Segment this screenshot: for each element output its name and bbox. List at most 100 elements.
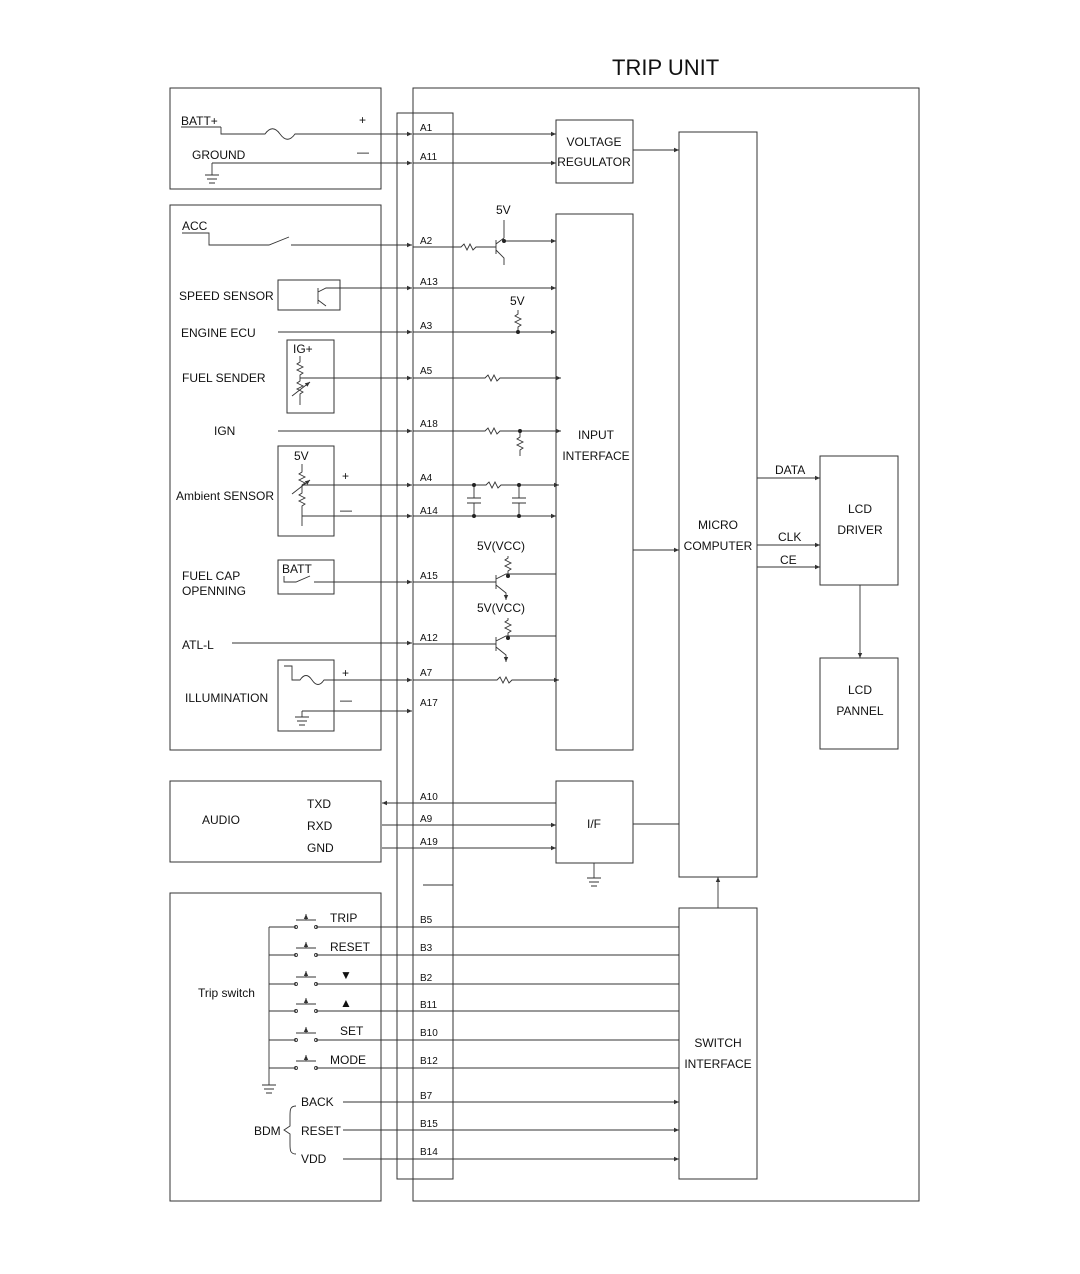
fuel-cap-batt-label: BATT [282, 562, 312, 576]
illumination-label: ILLUMINATION [185, 691, 268, 705]
a3-pullup [513, 310, 523, 332]
pin-a3: A3 [420, 321, 433, 332]
illumination-minus-sign: — [340, 693, 352, 707]
pin-b7: B7 [420, 1091, 433, 1102]
connector-block [396, 112, 454, 1180]
trip-unit-frame [412, 87, 920, 1202]
if-block [555, 780, 634, 864]
a3-node [516, 330, 520, 334]
diagram-title: TRIP UNIT [612, 55, 719, 80]
bdm-label: BDM [254, 1124, 281, 1138]
ambient-sensor-label: Ambient SENSOR [176, 489, 274, 503]
pin-a11: A11 [420, 152, 437, 163]
a5-to-input [413, 373, 561, 383]
audio-txd-label: TXD [307, 797, 331, 811]
voltage-regulator-label-2: REGULATOR [557, 155, 631, 169]
batt-plus-label: BATT+ [181, 114, 218, 128]
illumination-ground-icon [295, 711, 309, 726]
a12-node [506, 636, 510, 640]
pin-a1: A1 [420, 123, 433, 134]
bdm-back-label: BACK [301, 1095, 334, 1109]
pin-a7: A7 [420, 668, 433, 679]
ign-label: IGN [214, 424, 235, 438]
a2-resistor [413, 242, 496, 252]
voltage-regulator-block [555, 119, 634, 184]
acc-switch-wire [182, 232, 412, 245]
bdm-brace [283, 1105, 297, 1155]
a12-pullup [503, 618, 513, 636]
trip-switch-label: Trip switch [198, 986, 255, 1000]
input-interface-label-2: INTERFACE [562, 449, 629, 463]
a15-pullup [503, 556, 513, 574]
a18-node [518, 429, 522, 433]
switch-row-reset: RESET B3 [269, 940, 679, 957]
speed-sensor-label: SPEED SENSOR [179, 289, 274, 303]
a15-node [506, 574, 510, 578]
switch-interface-label-2: INTERFACE [684, 1057, 751, 1071]
pin-b15: B15 [420, 1119, 438, 1130]
cap-node-2 [517, 483, 521, 487]
switch-row-set: SET B10 [269, 1024, 679, 1042]
switch-row-down: ▼ B2 [269, 968, 679, 986]
pin-b2: B2 [420, 973, 433, 984]
pin-a10: A10 [420, 792, 438, 803]
switch-row-mode: MODE B12 [269, 1053, 679, 1070]
switch-row-up: ▲ B11 [269, 996, 679, 1013]
fuel-sender-wiper [291, 381, 311, 397]
pin-a19: A19 [420, 837, 438, 848]
ambient-minus-sign: — [340, 503, 352, 517]
switch-row-trip: TRIP B5 [269, 911, 679, 929]
fuel-sender-box [286, 339, 335, 414]
bus-ce-label: CE [780, 553, 797, 567]
trip-switch-ground-rail [262, 927, 276, 1094]
a12-transistor [495, 635, 556, 662]
ground-minus-sign: — [357, 145, 369, 159]
lcd-driver-label-1: LCD [848, 502, 872, 516]
audio-gnd-label: GND [307, 841, 334, 855]
cap-node-1 [472, 483, 476, 487]
bdm-vdd-label: VDD [301, 1152, 327, 1166]
lcd-driver-block [819, 455, 899, 586]
batt-plus-sign: + [359, 113, 366, 127]
button-mode-label: MODE [330, 1053, 366, 1067]
ambient-wiper [291, 479, 311, 495]
button-down-label: ▼ [340, 968, 352, 982]
sensor-group [169, 204, 382, 751]
speed-sensor-box [277, 279, 341, 311]
button-up-label: ▲ [340, 996, 352, 1010]
ground-label: GROUND [192, 148, 246, 162]
pin-a15: A15 [420, 571, 438, 582]
pin-a17: A17 [420, 698, 438, 709]
batt-wire-fuse [220, 127, 412, 140]
lcd-panel-label-2: PANNEL [836, 704, 883, 718]
fuel-cap-label-1: FUEL CAP [182, 569, 240, 583]
button-reset-label: RESET [330, 940, 371, 954]
bus-clk-label: CLK [778, 530, 801, 544]
pin-b10: B10 [420, 1028, 438, 1039]
pin-a12: A12 [420, 633, 438, 644]
fuel-sender-label: FUEL SENDER [182, 371, 266, 385]
input-interface-block [555, 213, 634, 751]
pin-a18: A18 [420, 419, 438, 430]
fuel-cap-vcc-label: 5V(VCC) [477, 539, 525, 553]
if-block-label: I/F [587, 817, 601, 831]
lcd-driver-label-2: DRIVER [837, 523, 883, 537]
lcd-panel-block [819, 657, 899, 750]
a3-5v-label: 5V [510, 294, 525, 308]
fuel-cap-box [277, 559, 335, 595]
pin-a2: A2 [420, 236, 433, 247]
micro-computer-label-2: COMPUTER [684, 539, 753, 553]
ambient-sensor-box [277, 445, 335, 537]
a4-to-input [413, 480, 559, 490]
ground-icon [205, 163, 219, 184]
pin-b3: B3 [420, 943, 433, 954]
pin-a4: A4 [420, 473, 433, 484]
cap-node-4 [517, 514, 521, 518]
fuel-sender-resistor [295, 356, 305, 405]
power-group [169, 87, 382, 190]
illumination-box [277, 659, 335, 732]
engine-ecu-label: ENGINE ECU [181, 326, 256, 340]
fuel-cap-switch-wire [283, 575, 412, 582]
